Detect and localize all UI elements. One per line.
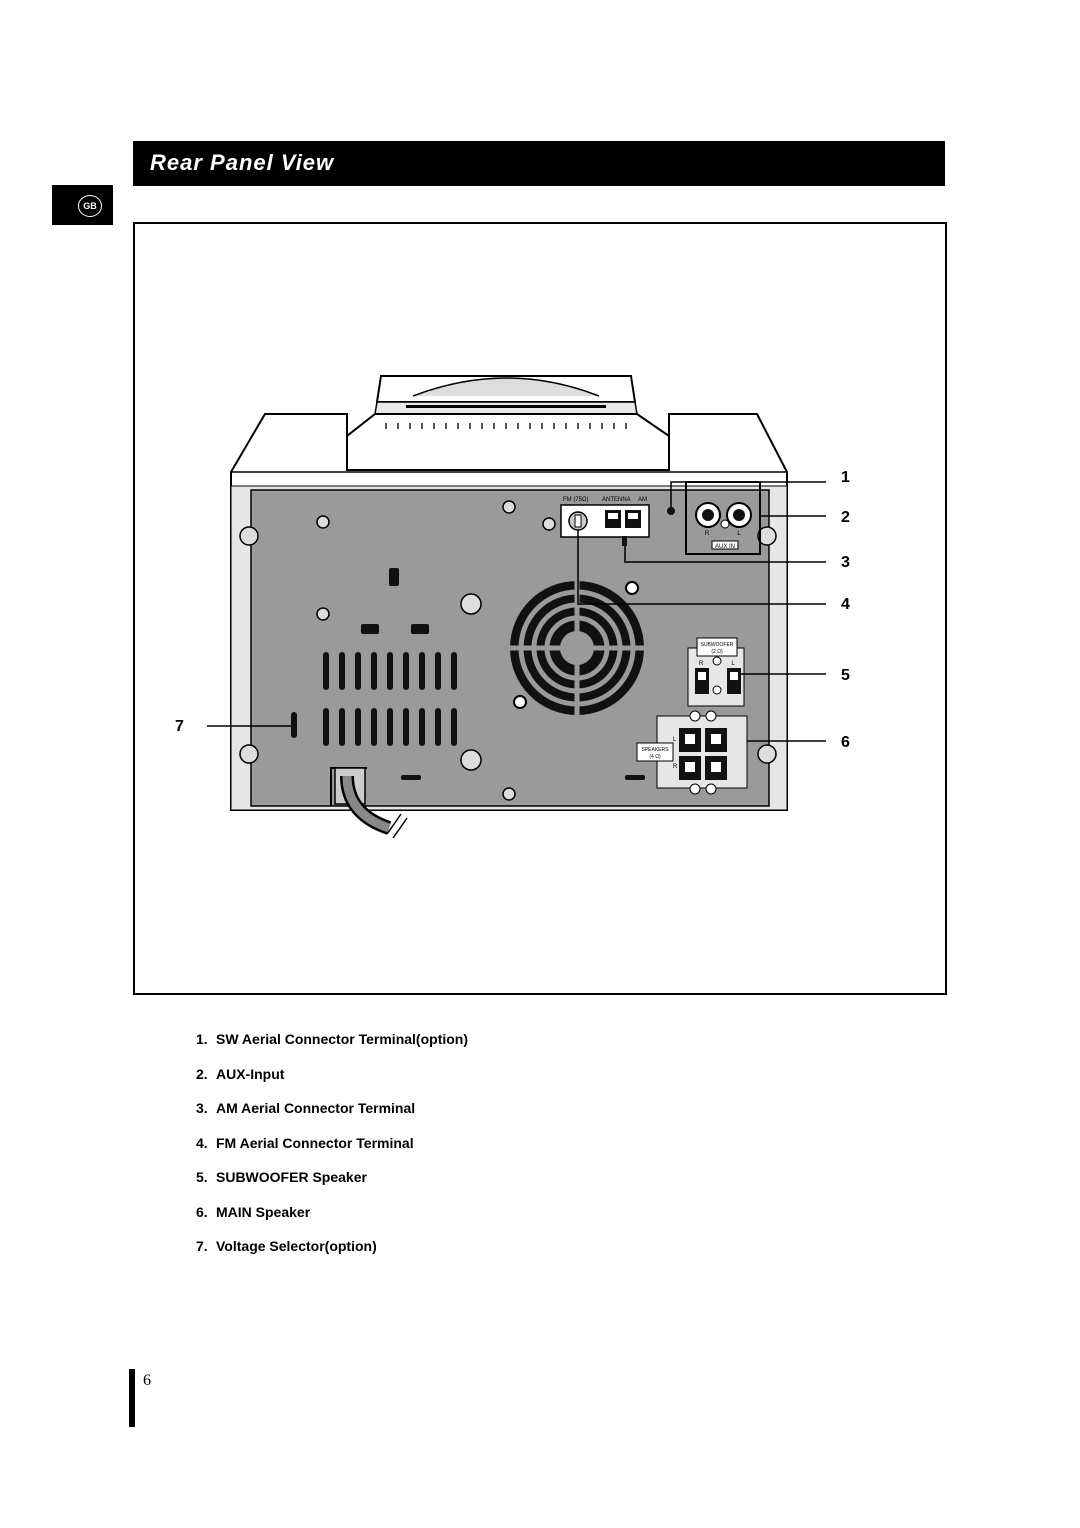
language-badge: GB bbox=[78, 195, 102, 217]
aux-l-label: L bbox=[737, 531, 741, 537]
legend-item: 5.SUBWOOFER Speaker bbox=[196, 1169, 367, 1185]
rear-panel-diagram: FM (75Ω) ANTENNA AM R L AUX IN bbox=[207, 375, 826, 839]
legend-item: 2.AUX-Input bbox=[196, 1065, 285, 1082]
spk-r-label: R bbox=[673, 764, 678, 770]
page-marker-bar bbox=[129, 1369, 135, 1427]
legend-item: 7.Voltage Selector(option) bbox=[196, 1238, 377, 1254]
section-title-bar: Rear Panel View bbox=[133, 141, 945, 186]
am-label: AM bbox=[638, 497, 647, 503]
top-unit bbox=[346, 375, 670, 471]
legend-text: MAIN Speaker bbox=[216, 1203, 311, 1220]
callout-4: 4 bbox=[841, 596, 850, 613]
callout-1: 1 bbox=[841, 469, 850, 486]
speaker-terminal-block: SPEAKERS (4 Ω) L R bbox=[636, 710, 748, 795]
spk-l-label: L bbox=[673, 737, 677, 743]
legend-text: FM Aerial Connector Terminal bbox=[216, 1134, 414, 1151]
screws bbox=[239, 500, 777, 801]
legend-item: 3.AM Aerial Connector Terminal bbox=[196, 1100, 416, 1116]
callout-7: 7 bbox=[175, 718, 184, 735]
legend-item: 1.SW Aerial Connector Terminal(option) bbox=[196, 1031, 469, 1047]
subwoofer-terminal-block: SUBWOOFER (2 Ω) R L bbox=[687, 637, 745, 707]
speakers-label: SPEAKERS bbox=[642, 747, 670, 753]
subwoofer-ohm-label: (2 Ω) bbox=[711, 649, 723, 655]
leader-lines bbox=[207, 481, 826, 742]
slots bbox=[291, 568, 645, 780]
legend-text: AM Aerial Connector Terminal bbox=[216, 1100, 416, 1116]
language-tab: GB bbox=[52, 185, 113, 225]
legend-item: 4.FM Aerial Connector Terminal bbox=[196, 1134, 414, 1151]
white-knobs bbox=[513, 581, 639, 709]
diagram-frame: FM (75Ω) ANTENNA AM R L AUX IN bbox=[133, 222, 947, 995]
aux-in-label: AUX IN bbox=[715, 544, 735, 550]
legend-text: Voltage Selector(option) bbox=[216, 1238, 377, 1254]
page-title: Rear Panel View bbox=[150, 150, 335, 175]
speakers-ohm-label: (4 Ω) bbox=[649, 754, 661, 760]
cooling-fan bbox=[510, 581, 644, 715]
sub-l-label: L bbox=[731, 661, 735, 667]
component-legend: 1.SW Aerial Connector Terminal(option) 2… bbox=[196, 1031, 468, 1273]
legend-item: 6.MAIN Speaker bbox=[196, 1203, 311, 1220]
sub-r-label: R bbox=[699, 661, 704, 667]
antenna-label: ANTENNA bbox=[602, 497, 631, 503]
callout-6: 6 bbox=[841, 734, 850, 751]
antenna-terminal-block: FM (75Ω) ANTENNA AM bbox=[560, 497, 675, 546]
callout-3: 3 bbox=[841, 554, 850, 571]
page-number: 6 bbox=[143, 1372, 151, 1389]
callout-5: 5 bbox=[841, 667, 850, 684]
heat-vents bbox=[323, 652, 457, 746]
legend-text: SW Aerial Connector Terminal(option) bbox=[216, 1031, 469, 1047]
power-cord bbox=[330, 767, 408, 839]
legend-text: SUBWOOFER Speaker bbox=[216, 1169, 367, 1185]
fm-label: FM (75Ω) bbox=[563, 497, 589, 503]
vent-dots bbox=[385, 423, 627, 429]
legend-text: AUX-Input bbox=[216, 1065, 285, 1082]
aux-r-label: R bbox=[705, 531, 710, 537]
callout-2: 2 bbox=[841, 509, 850, 526]
aux-in-block: R L AUX IN bbox=[685, 481, 761, 555]
subwoofer-label: SUBWOOFER bbox=[701, 642, 734, 648]
